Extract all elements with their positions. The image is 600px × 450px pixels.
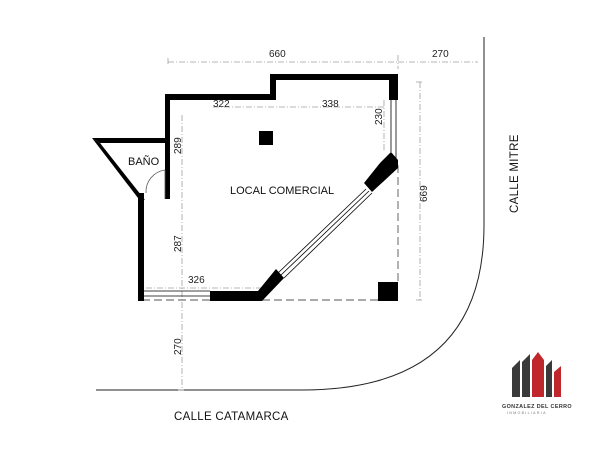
wall-top-left	[165, 94, 276, 100]
wall-top-right	[270, 74, 398, 80]
wall-left-outer	[138, 193, 144, 301]
open-front-lines	[142, 165, 399, 301]
dim-left-upper: 289	[173, 137, 184, 154]
dim-top-right: 270	[432, 49, 449, 60]
street-label-catamarca: CALLE CATAMARCA	[174, 411, 289, 423]
wall-step	[270, 74, 276, 100]
dimension-lines	[146, 55, 478, 391]
walls	[92, 74, 398, 301]
street-boundary-line	[96, 37, 485, 391]
room-label-bano: BAÑO	[128, 155, 160, 168]
wall-bano-diagonal	[92, 138, 145, 200]
logo-building-icon	[512, 360, 520, 397]
logo-name: GONZALEZ DEL CERRO	[502, 404, 572, 410]
dim-right-inner: 230	[374, 108, 385, 125]
bathroom-door	[145, 169, 166, 199]
dim-top-left-segment: 322	[213, 99, 230, 110]
windows	[144, 100, 397, 297]
wall-bottom	[210, 269, 284, 301]
dim-bottom-segment: 326	[188, 275, 205, 286]
logo-tagline: INMOBILIARIA	[507, 411, 547, 415]
dim-top-total: 660	[269, 49, 286, 60]
company-logo: GONZALEZ DEL CERRO INMOBILIARIA	[502, 352, 572, 415]
wall-left-upper	[165, 94, 170, 199]
dim-top-right-segment: 338	[322, 99, 339, 110]
wall-diagonal-upper	[364, 152, 398, 192]
wall-right-upper	[389, 74, 398, 100]
dim-left-lower: 287	[173, 235, 184, 252]
column-corner	[378, 282, 398, 301]
room-label-local: LOCAL COMERCIAL	[230, 185, 334, 197]
dim-right-total: 669	[419, 185, 430, 202]
dim-sidewalk: 270	[173, 338, 184, 355]
street-label-mitre: CALLE MITRE	[509, 134, 521, 213]
wall-bano-top	[92, 138, 170, 143]
column-interior	[259, 131, 273, 145]
